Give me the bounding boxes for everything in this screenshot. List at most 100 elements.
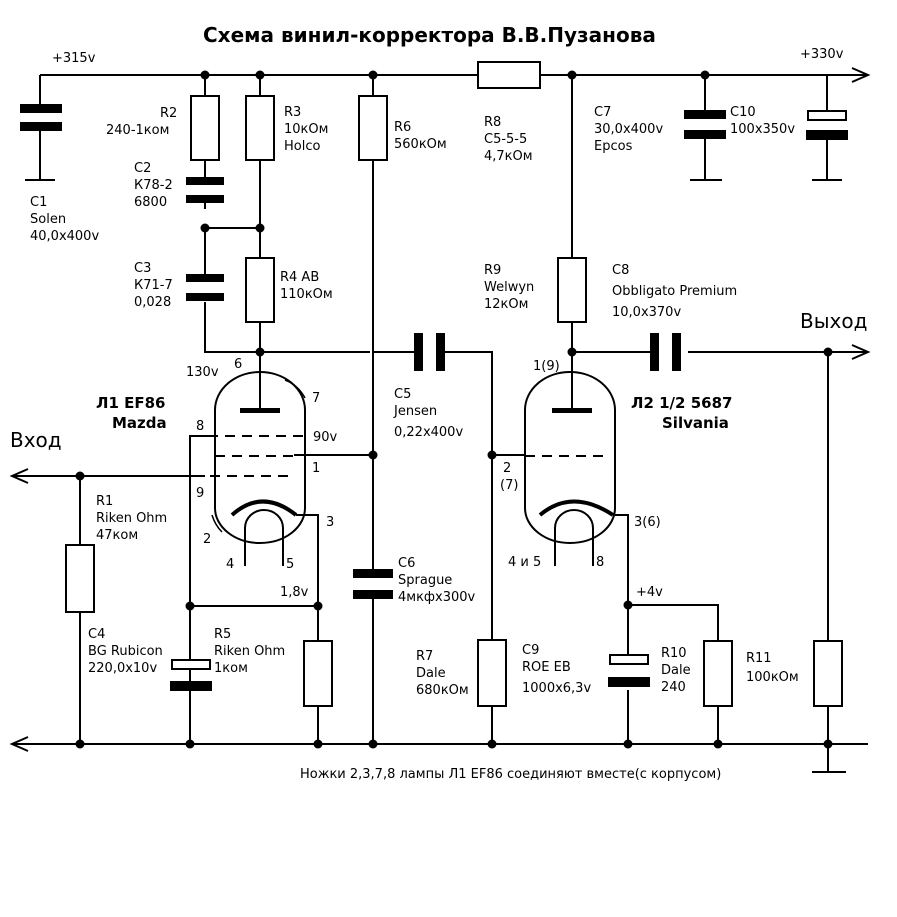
- r8-ref: R8: [484, 115, 501, 130]
- capacitor-c4: [170, 659, 212, 691]
- c3-type: К71-7: [134, 278, 173, 293]
- c9-value: 1000x6,3v: [522, 681, 591, 696]
- capacitor-c8: [650, 333, 681, 371]
- r11-value: 100кОм: [746, 670, 799, 685]
- c3-value: 0,028: [134, 295, 171, 310]
- tube1-pin-6: 6: [234, 357, 242, 372]
- resistor-r6: [358, 95, 388, 161]
- resistor-r4: [245, 257, 275, 323]
- tube1-pin-4: 4: [226, 557, 234, 572]
- c6-maker: Sprague: [398, 573, 452, 588]
- resistor-r3: [245, 95, 275, 161]
- resistor-r8: [477, 61, 541, 89]
- r1-ref: R1: [96, 494, 113, 509]
- tube2-maker: Silvania: [662, 414, 729, 432]
- junction-dots: [75, 70, 833, 749]
- tube1-pin-2: 2: [203, 532, 211, 547]
- c1-value: 40,0x400v: [30, 229, 99, 244]
- capacitor-c6: [353, 569, 393, 599]
- r3-value: 10кОм: [284, 122, 328, 137]
- c7-value: 30,0x400v: [594, 122, 663, 137]
- r2-ref: R2: [160, 106, 177, 121]
- c5-ref: C5: [394, 387, 411, 402]
- capacitor-c5: [414, 333, 445, 371]
- tube1-pin-3: 3: [326, 515, 334, 530]
- resistor-r10: [703, 640, 733, 707]
- r5-ref: R5: [214, 627, 231, 642]
- c1-maker: Solen: [30, 212, 66, 227]
- capacitor-c10: [806, 110, 848, 140]
- voltage-130v: 130v: [186, 365, 219, 380]
- c4-ref: C4: [88, 627, 105, 642]
- tube2-pin-4-5: 4 и 5: [508, 555, 541, 570]
- voltage-1-8v: 1,8v: [280, 585, 309, 600]
- r10-ref: R10: [661, 646, 687, 661]
- r1-value: 47ком: [96, 528, 138, 543]
- r11-ref: R11: [746, 651, 772, 666]
- c2-ref: C2: [134, 161, 151, 176]
- tube2-pin-2: 2: [503, 461, 511, 476]
- r4-ref: R4 AB: [280, 270, 319, 285]
- c2-type: К78-2: [134, 178, 173, 193]
- r4-value: 110кОм: [280, 287, 333, 302]
- resistor-r2: [190, 95, 220, 161]
- r3-ref: R3: [284, 105, 301, 120]
- footnote: Ножки 2,3,7,8 лампы Л1 EF86 соединяют вм…: [300, 767, 721, 782]
- diagram-title: Схема винил-корректора В.В.Пузанова: [203, 23, 656, 47]
- voltage-4v: +4v: [636, 585, 663, 600]
- c7-maker: Epcos: [594, 139, 633, 154]
- c10-value: 100x350v: [730, 122, 795, 137]
- tube1-maker: Mazda: [112, 414, 167, 432]
- c10-ref: C10: [730, 105, 756, 120]
- tube-l2-5687: [524, 371, 616, 544]
- c1-ref: C1: [30, 195, 47, 210]
- c7-ref: C7: [594, 105, 611, 120]
- tube1-pin-8: 8: [196, 419, 204, 434]
- c4-value: 220,0x10v: [88, 661, 157, 676]
- c6-ref: C6: [398, 556, 415, 571]
- capacitor-c9: [608, 654, 650, 687]
- tube2-pin-1-9: 1(9): [533, 359, 560, 374]
- c3-ref: C3: [134, 261, 151, 276]
- capacitor-c7: [684, 110, 726, 139]
- capacitor-c2: [186, 177, 224, 203]
- c6-value: 4мкфx300v: [398, 590, 476, 605]
- tube1-pin-1: 1: [312, 461, 320, 476]
- tube1-pin-7: 7: [312, 391, 320, 406]
- r8-value: 4,7кОм: [484, 149, 533, 164]
- resistor-r5: [303, 640, 333, 707]
- tube1-pin-5: 5: [286, 557, 294, 572]
- tube1-name: Л1 EF86: [96, 394, 166, 412]
- c8-maker: Obbligato Premium: [612, 284, 737, 299]
- tube2-pin-7: (7): [500, 478, 518, 493]
- wires: [9, 67, 871, 773]
- r5-value: 1ком: [214, 661, 248, 676]
- c8-ref: C8: [612, 263, 629, 278]
- c9-ref: C9: [522, 643, 539, 658]
- r7-ref: R7: [416, 649, 433, 664]
- capacitor-c1: [20, 104, 62, 131]
- tube2-name: Л2 1/2 5687: [631, 394, 732, 412]
- tube-l1-ef86: [208, 371, 306, 544]
- r10-value: 240: [661, 680, 686, 695]
- resistor-r7: [477, 639, 507, 707]
- c5-maker: Jensen: [393, 404, 437, 419]
- resistor-r9: [557, 257, 587, 323]
- r9-maker: Welwyn: [484, 280, 534, 295]
- resistor-r11: [813, 640, 843, 707]
- resistor-r1: [65, 544, 95, 613]
- r6-ref: R6: [394, 120, 411, 135]
- r1-maker: Riken Ohm: [96, 511, 167, 526]
- r6-value: 560кОм: [394, 137, 447, 152]
- rail-left-voltage: +315v: [52, 51, 96, 66]
- capacitor-c3: [186, 274, 224, 301]
- c9-maker: ROE EB: [522, 660, 571, 675]
- output-label: Выход: [800, 309, 867, 333]
- c8-value: 10,0x370v: [612, 305, 681, 320]
- r3-maker: Holco: [284, 139, 320, 154]
- tube2-pin-3-6: 3(6): [634, 515, 661, 530]
- c5-value: 0,22x400v: [394, 425, 463, 440]
- r8-type: C5-5-5: [484, 132, 527, 147]
- rail-right-voltage: +330v: [800, 47, 844, 62]
